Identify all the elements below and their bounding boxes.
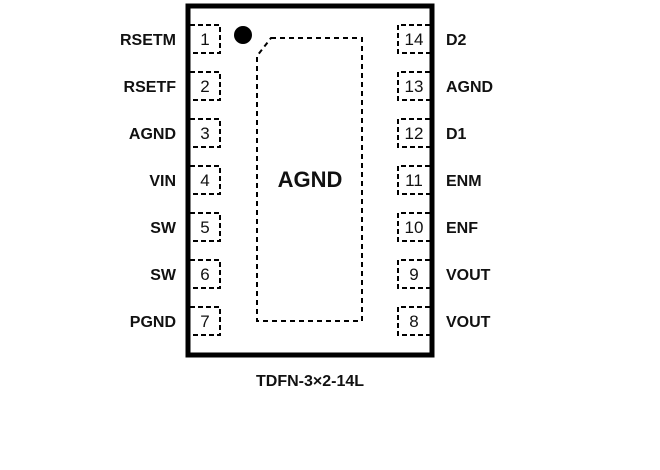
pin-pad [190, 259, 221, 289]
pin-11: 11 ENM [397, 165, 482, 195]
pin-number: 1 [200, 30, 209, 49]
pin-number: 5 [200, 218, 209, 237]
pin-number: 3 [200, 124, 209, 143]
pin1-indicator-dot [234, 26, 252, 44]
pin-name: VOUT [446, 314, 491, 331]
package-outline [185, 3, 435, 358]
pin-pad [397, 118, 430, 148]
exposed-pad-label: AGND [278, 167, 343, 192]
pin-pad [190, 118, 221, 148]
pin-number: 12 [405, 124, 424, 143]
pin-pad [397, 24, 430, 54]
pin-name: D1 [446, 126, 467, 143]
pin-4: 4 VIN [149, 165, 221, 195]
pin-name: AGND [129, 126, 176, 143]
pin-pad [190, 71, 221, 101]
pin-pad [397, 306, 430, 336]
pin-13: 13 AGND [397, 71, 493, 101]
pin-number: 7 [200, 312, 209, 331]
pin-name: SW [150, 220, 177, 237]
pin-name: VOUT [446, 267, 491, 284]
pin-3: 3 AGND [129, 118, 221, 148]
pin-number: 9 [409, 265, 418, 284]
pin-name: ENM [446, 173, 482, 190]
pin-name: PGND [130, 314, 176, 331]
pin-pad [190, 165, 221, 195]
pin-pad [397, 165, 430, 195]
pin-number: 4 [200, 171, 209, 190]
pin-name: SW [150, 267, 177, 284]
pin-number: 11 [405, 171, 423, 190]
pin-name: RSETF [124, 79, 177, 96]
pin-name: AGND [446, 79, 493, 96]
pin-number: 13 [405, 77, 424, 96]
pin-7: 7 PGND [130, 306, 221, 336]
pin-pad [190, 212, 221, 242]
pin-pad [190, 306, 221, 336]
pin-5: 5 SW [150, 212, 221, 242]
pin-number: 6 [200, 265, 209, 284]
pin-8: 8 VOUT [397, 306, 491, 336]
pin-pad [397, 71, 430, 101]
pin-1: 1 RSETM [120, 24, 221, 54]
package-name: TDFN-3×2-14L [256, 373, 364, 390]
pin-2: 2 RSETF [124, 71, 221, 101]
pin-number: 14 [405, 30, 424, 49]
pin-name: RSETM [120, 32, 176, 49]
pin-number: 2 [200, 77, 209, 96]
pin-number: 10 [405, 218, 424, 237]
pin-9: 9 VOUT [397, 259, 491, 289]
pin-6: 6 SW [150, 259, 221, 289]
pin-number: 8 [409, 312, 418, 331]
pin-name: VIN [149, 173, 176, 190]
pin-pad [190, 24, 221, 54]
pin-14: 14 D2 [397, 24, 467, 54]
pin-10: 10 ENF [397, 212, 478, 242]
pin-name: ENF [446, 220, 478, 237]
pin-12: 12 D1 [397, 118, 467, 148]
pin-pad [397, 212, 430, 242]
pin-name: D2 [446, 32, 467, 49]
pin-pad [397, 259, 430, 289]
exposed-pad-outline [256, 37, 363, 322]
